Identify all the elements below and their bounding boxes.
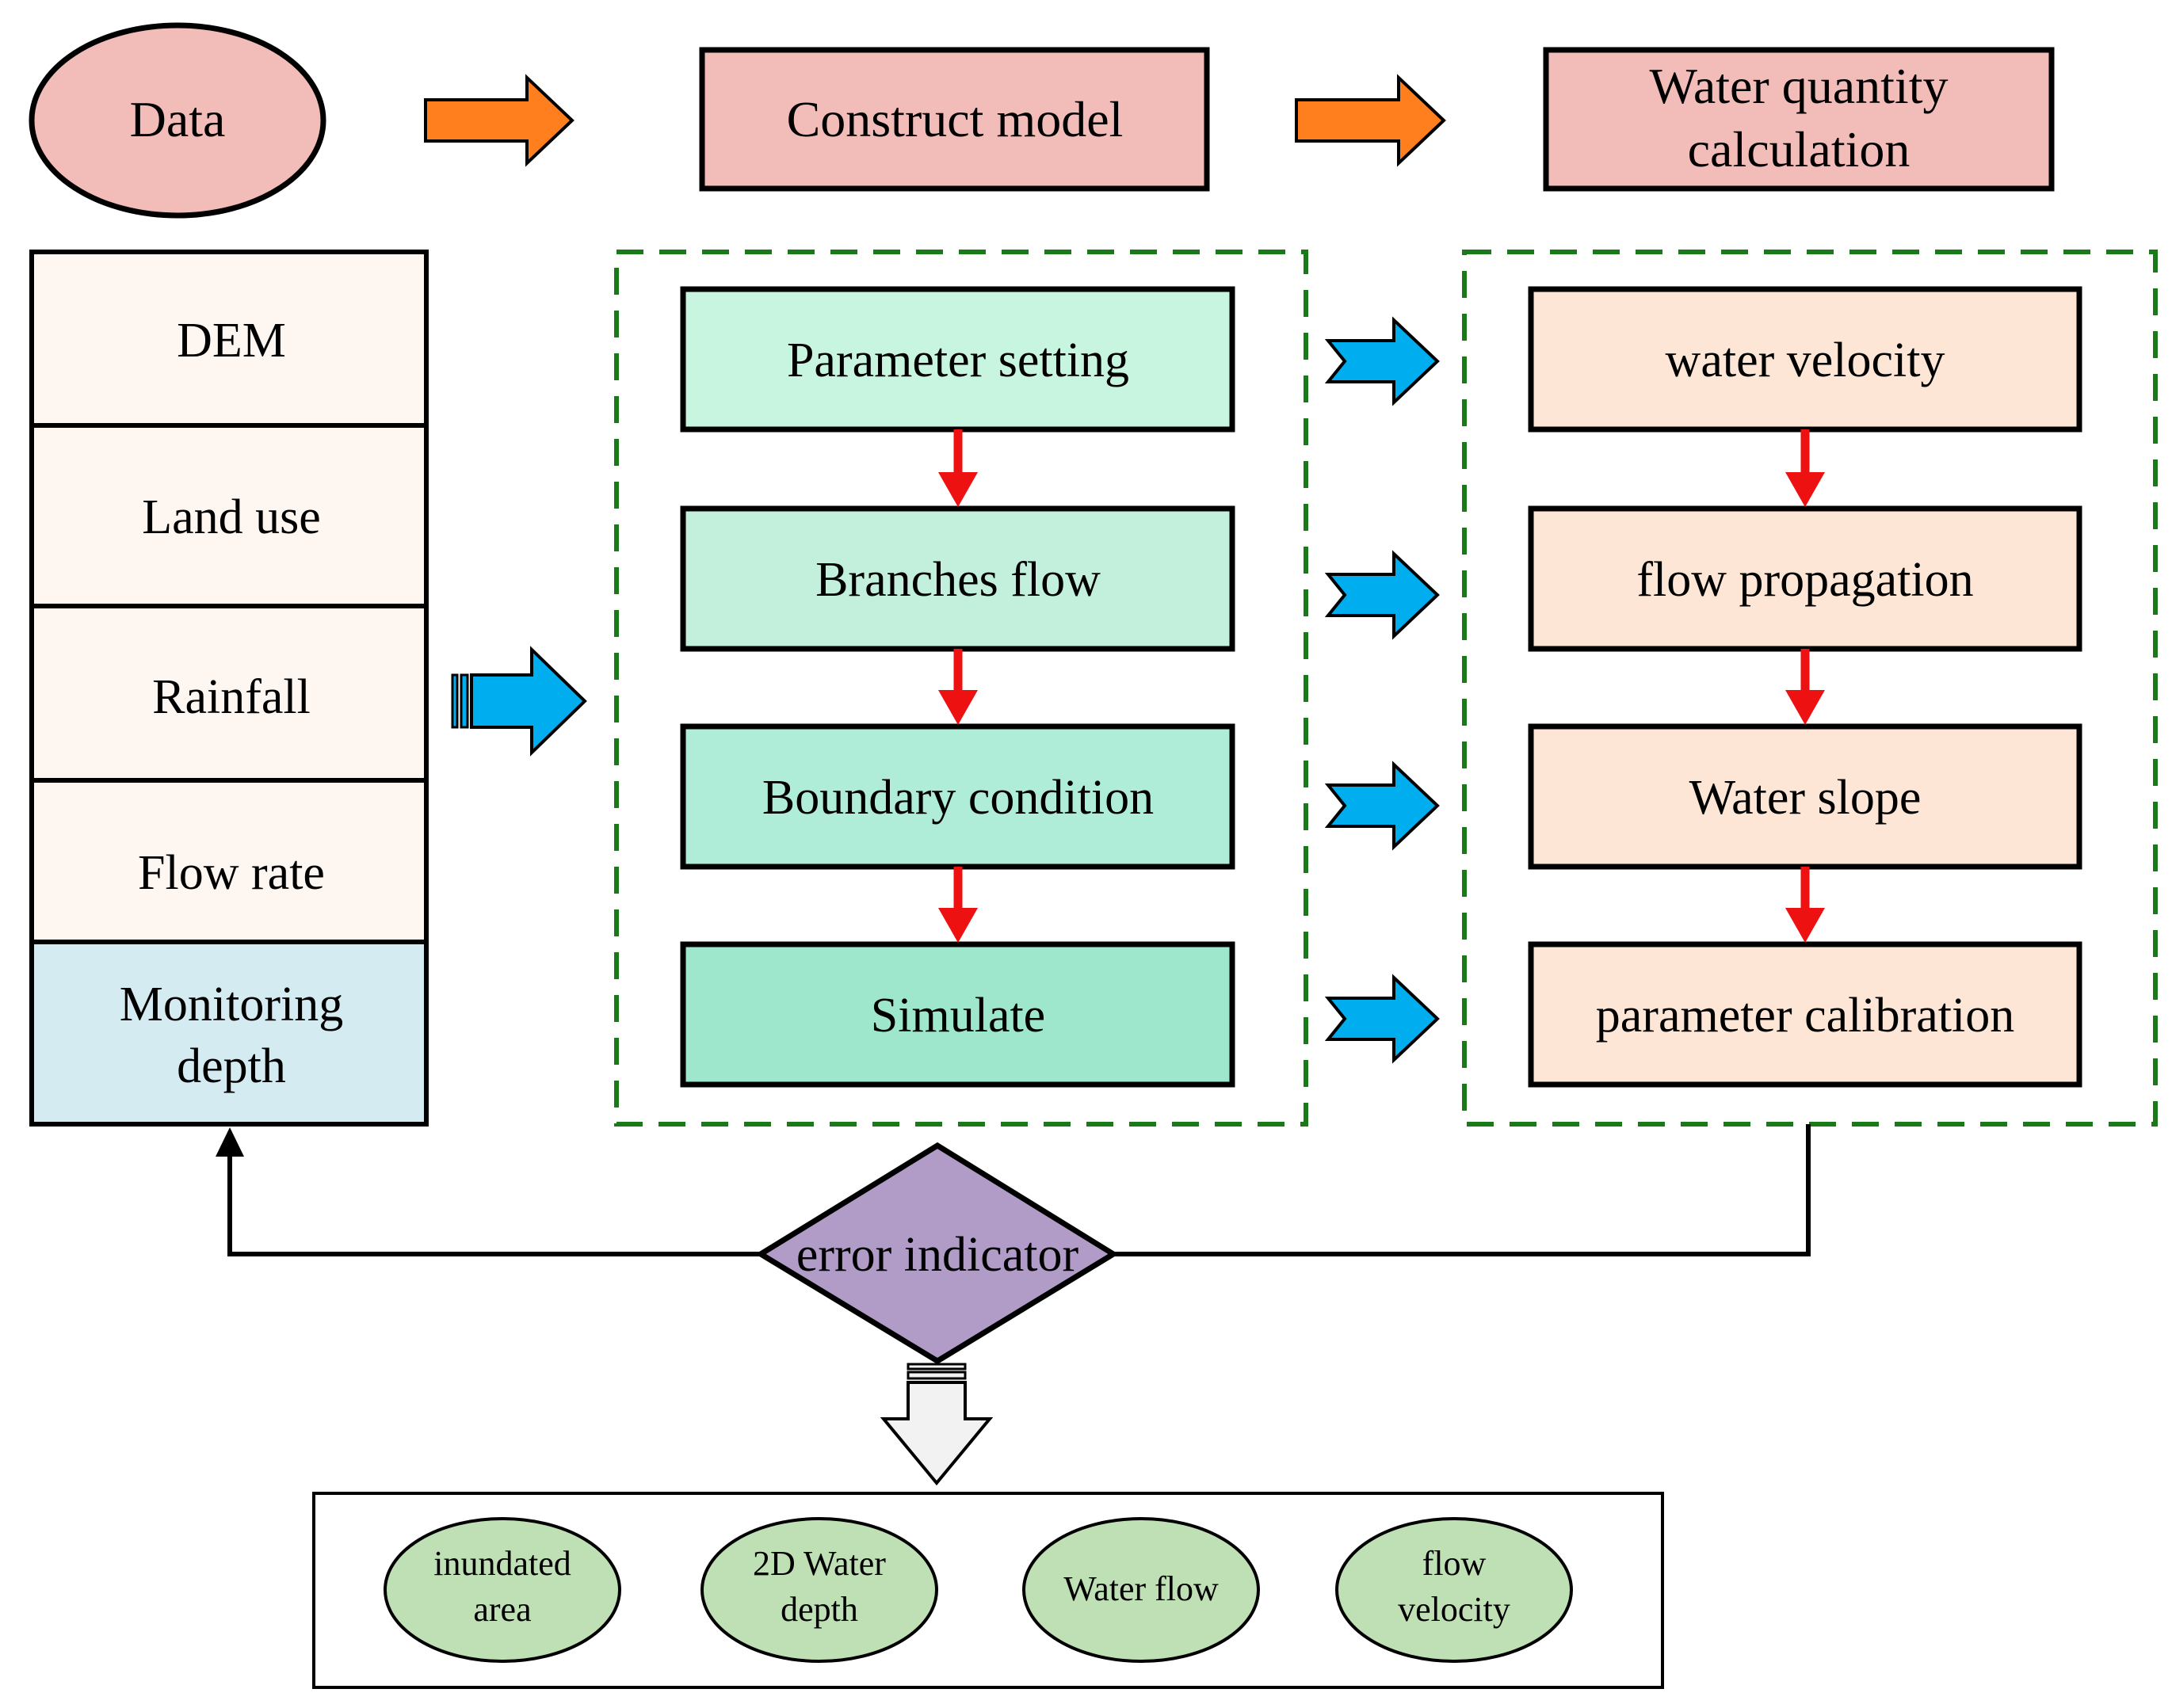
model-step-parameter-setting: Parameter setting	[680, 286, 1235, 433]
data-node-label: Data	[130, 91, 226, 147]
data-item-dem: DEM	[177, 314, 286, 368]
indicator-flow-velocity: flow velocity	[1335, 1517, 1573, 1663]
error-indicator-diamond: error indicator	[755, 1142, 1119, 1365]
calc-step-flow-propagation: flow propagation	[1528, 505, 2082, 652]
model-step-simulate: Simulate	[680, 941, 1235, 1088]
data-item-land-use: Land use	[142, 490, 321, 544]
red-arrow-calc-2	[1785, 649, 1825, 725]
model-group-frame	[614, 250, 1308, 1127]
red-arrow-calc-3	[1785, 867, 1825, 943]
model-step-label: Boundary condition	[762, 771, 1154, 825]
calc-step-label: flow propagation	[1636, 553, 1973, 607]
water-quantity-label-line1: Water quantity	[1650, 58, 1949, 114]
feedback-line-right	[1113, 1124, 1811, 1256]
red-arrow-model-2	[938, 649, 978, 725]
orange-arrow-right-1	[424, 74, 574, 167]
indicator-water-flow: Water flow	[1022, 1517, 1260, 1663]
indicator-label-line2: velocity	[1398, 1590, 1510, 1629]
indicator-label-line1: inundated	[433, 1544, 571, 1583]
blue-arrow-right-4	[1324, 974, 1440, 1064]
data-item-rainfall: Rainfall	[152, 670, 311, 724]
model-step-label: Branches flow	[815, 553, 1101, 607]
calc-step-parameter-calibration: parameter calibration	[1528, 941, 2082, 1088]
error-indicator-label: error indicator	[796, 1228, 1079, 1282]
indicator-2d-water-depth: 2D Water depth	[700, 1517, 938, 1663]
indicator-label-line1: 2D Water	[753, 1544, 886, 1583]
feedback-arrowhead	[216, 1127, 244, 1157]
red-arrow-calc-1	[1785, 429, 1825, 507]
water-quantity-box: Water quantity calculation	[1543, 47, 2055, 192]
construct-model-box: Construct model	[699, 47, 1210, 192]
indicator-label-line2: depth	[781, 1590, 858, 1629]
model-step-label: Parameter setting	[787, 334, 1129, 387]
calc-step-label: Water slope	[1689, 771, 1922, 825]
red-arrow-model-3	[938, 867, 978, 943]
data-item-flow-rate: Flow rate	[138, 846, 325, 900]
data-list: DEM Land use Rainfall Flow rate Monitori…	[29, 250, 429, 1127]
red-arrow-model-1	[938, 429, 978, 507]
model-step-branches-flow: Branches flow	[680, 505, 1235, 652]
model-step-boundary-condition: Boundary condition	[680, 723, 1235, 870]
calc-step-label: water velocity	[1666, 334, 1945, 387]
calc-step-water-velocity: water velocity	[1528, 286, 2082, 433]
indicator-label-line1: Water flow	[1063, 1569, 1219, 1608]
blue-striped-arrow	[451, 646, 587, 757]
blue-arrow-right-3	[1324, 761, 1440, 851]
orange-arrow-right-2	[1295, 74, 1446, 167]
data-item-monitoring-line1: Monitoring	[120, 978, 343, 1031]
feedback-line-left	[227, 1155, 761, 1256]
construct-model-label: Construct model	[787, 91, 1124, 147]
indicator-inundated-area: inundated area	[384, 1517, 621, 1663]
data-node: Data	[29, 22, 326, 219]
calc-step-water-slope: Water slope	[1528, 723, 2082, 870]
indicator-label-line2: area	[473, 1590, 531, 1629]
indicator-label-line1: flow	[1422, 1544, 1487, 1583]
blue-arrow-right-2	[1324, 550, 1440, 640]
blue-arrow-right-1	[1324, 316, 1440, 406]
calc-step-label: parameter calibration	[1596, 989, 2014, 1043]
data-item-monitoring-line2: depth	[177, 1039, 286, 1093]
water-quantity-label-line2: calculation	[1688, 121, 1911, 177]
grey-down-arrow	[880, 1363, 994, 1486]
model-step-label: Simulate	[871, 989, 1045, 1043]
